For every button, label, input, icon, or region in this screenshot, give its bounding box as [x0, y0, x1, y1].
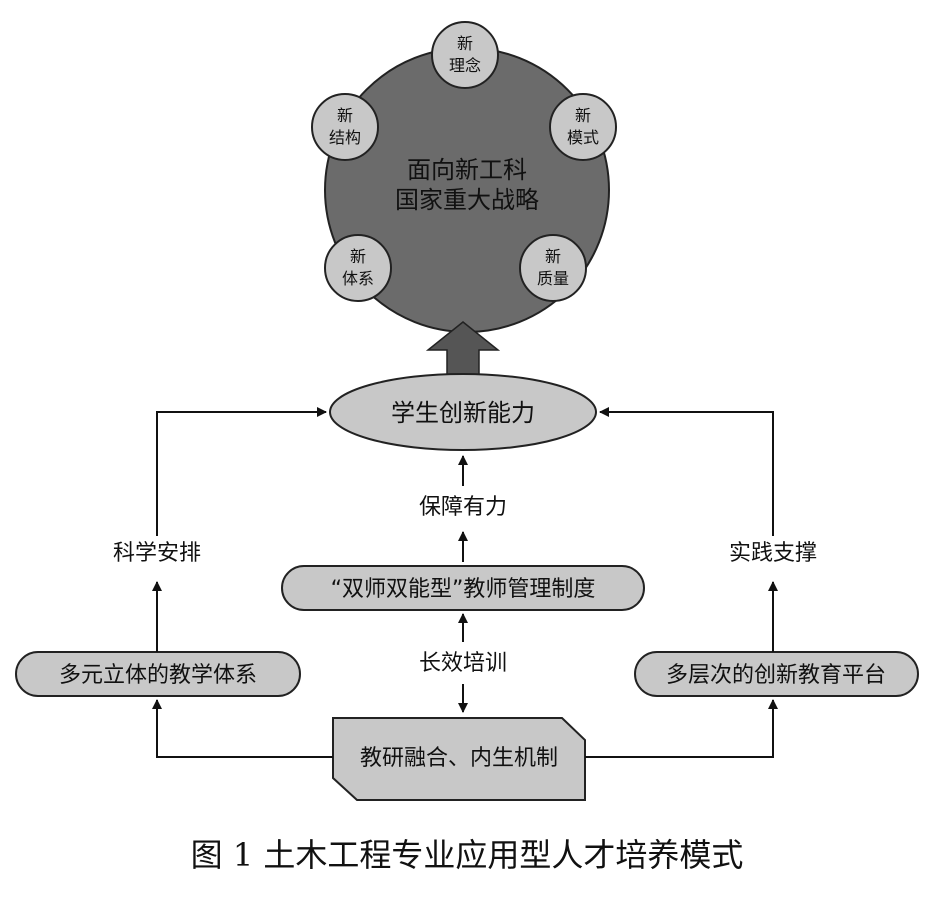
- goal-label: 学生创新能力: [391, 399, 535, 427]
- figure-caption: 图 1 土木工程专业应用型人才培养模式: [191, 836, 744, 874]
- svg-text:质量: 质量: [537, 269, 569, 288]
- connector-left-to-goal: [156, 407, 327, 536]
- svg-text:新: 新: [457, 34, 473, 53]
- base-label: 教研融合、内生机制: [360, 746, 558, 771]
- satellite-new-quality: 新 质量: [519, 234, 587, 302]
- teacher-system-label: “双师双能型”教师管理制度: [331, 577, 596, 602]
- svg-text:新: 新: [575, 106, 591, 125]
- svg-text:模式: 模式: [567, 128, 599, 147]
- innovation-platform-label: 多层次的创新教育平台: [666, 663, 886, 688]
- core-title-line2: 国家重大战略: [395, 186, 539, 214]
- goal-ellipse: [329, 373, 597, 451]
- connector-base-left: [152, 699, 333, 758]
- teaching-system-label: 多元立体的教学体系: [59, 663, 257, 688]
- svg-text:新: 新: [350, 247, 366, 266]
- satellite-new-concept: 新 理念: [431, 21, 499, 89]
- svg-text:结构: 结构: [329, 128, 361, 147]
- satellite-new-mode: 新 模式: [549, 93, 617, 161]
- svg-text:新: 新: [337, 106, 353, 125]
- training-label: 长效培训: [419, 651, 507, 676]
- base-box: [332, 717, 586, 801]
- practice-support-label: 实践支撑: [729, 541, 817, 566]
- connector-right-to-goal: [599, 407, 774, 536]
- core-title-line1: 面向新工科: [407, 156, 527, 184]
- connector-base-right: [585, 699, 778, 758]
- svg-text:新: 新: [545, 247, 561, 266]
- scientific-arrangement-label: 科学安排: [113, 541, 201, 566]
- satellite-new-structure: 新 结构: [311, 93, 379, 161]
- innovation-platform-box: [634, 651, 919, 697]
- satellite-new-system: 新 体系: [324, 234, 392, 302]
- svg-text:理念: 理念: [449, 56, 481, 75]
- guarantee-label: 保障有力: [419, 495, 507, 520]
- teacher-system-box: [281, 565, 645, 611]
- svg-text:体系: 体系: [342, 269, 374, 288]
